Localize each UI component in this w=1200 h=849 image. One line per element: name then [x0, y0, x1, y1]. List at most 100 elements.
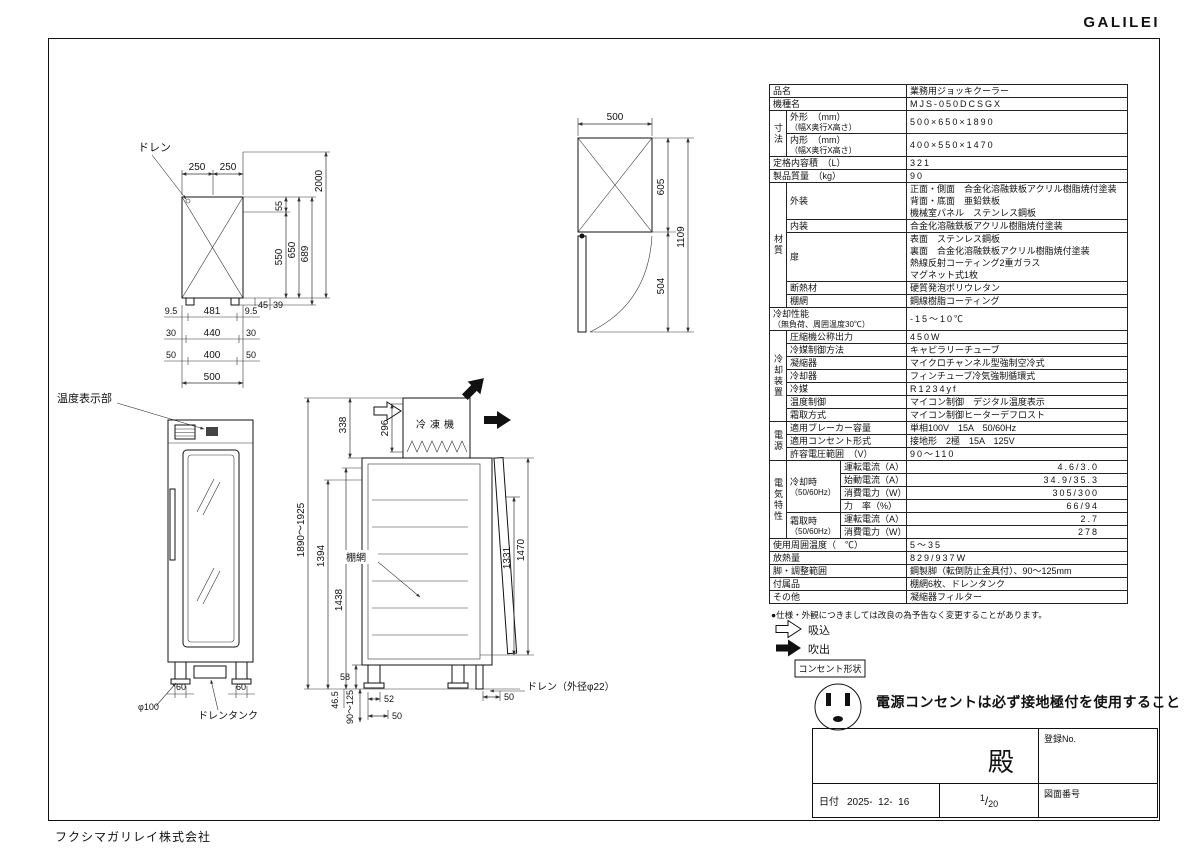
drain-dia-label: ドレン（外径φ22） — [527, 680, 615, 693]
outlet-diagram: コンセント形状 — [794, 659, 866, 731]
spec-value: フィンチューブ冷気強制循環式 — [906, 369, 1129, 383]
spec-value: 正面・側面 合金化溶融鉄板アクリル樹脂焼付塗装背面・底面 亜鉛鉄板機械室パネル … — [906, 182, 1129, 220]
top-outline — [577, 137, 653, 233]
spec-label: 断熱材 — [785, 281, 908, 295]
spec-value: キャピラリーチューブ — [906, 343, 1129, 357]
spec-label: 内装 — [785, 219, 908, 233]
dim-50-left: 50 — [392, 711, 402, 721]
blow-arrow-icon — [461, 378, 484, 401]
dim-500-top: 500 — [607, 112, 624, 123]
dim-650: 650 — [287, 241, 298, 258]
customer-name-cell: 殿 — [813, 729, 1039, 783]
dim-1394: 1394 — [316, 544, 327, 567]
cabinet-outline — [167, 419, 254, 663]
dim-50a: 50 — [166, 350, 176, 360]
dim-90-125: 90〜125 — [345, 690, 355, 724]
dim-296: 296 — [380, 419, 391, 436]
spec-value: 90 — [906, 169, 1129, 183]
sheet-num: 1 — [979, 792, 985, 803]
spec-label: 冷媒 — [785, 382, 908, 396]
spec-label: 冷却性能（無負荷、周囲温度30℃） — [768, 307, 908, 331]
dim-440: 440 — [204, 328, 221, 339]
sheet-frame — [48, 38, 1160, 821]
spec-label: 消費電力（W） — [839, 486, 908, 500]
spec-label: 冷媒制御方法 — [785, 343, 908, 357]
dim-250a: 250 — [189, 162, 206, 173]
drain-pipe — [475, 664, 484, 690]
spec-label: 凝縮器 — [785, 356, 908, 370]
dim-9-5a: 9.5 — [165, 306, 178, 316]
drain-tank-label: ドレンタンク — [198, 710, 258, 722]
dim-45: 45 — [258, 300, 268, 310]
sheet-number-cell: 1/20 — [939, 783, 1039, 817]
spec-label: 始動電流（A） — [839, 473, 908, 487]
legend-blow-label: 吹出 — [808, 642, 830, 656]
dim-338: 338 — [338, 416, 349, 433]
plug-icon — [814, 683, 862, 731]
dim-30b: 30 — [246, 328, 256, 338]
spec-label: 冷却器 — [785, 369, 908, 383]
top-view: 500 605 504 1109 — [577, 112, 694, 333]
dim-400: 400 — [204, 350, 221, 361]
spec-value: 接地形 2極 15A 125V — [906, 434, 1129, 448]
legend-suction-label: 吸込 — [808, 624, 830, 637]
dim-50-right: 50 — [504, 692, 514, 702]
door-open-position — [577, 235, 587, 333]
dim-1331: 1331 — [502, 546, 513, 569]
dim-1109: 1109 — [676, 226, 687, 248]
blow-arrow-icon — [484, 411, 511, 429]
dim-550: 550 — [274, 248, 285, 265]
spec-label: 霜取時（50/60Hz） — [786, 512, 841, 539]
spec-label: 消費電力（W） — [839, 525, 908, 539]
spec-value: 棚網6枚、ドレンタンク — [906, 577, 1129, 591]
spec-label: 温度制御 — [785, 395, 908, 409]
spec-value: 90〜110 — [906, 447, 1129, 461]
door-swing-arc — [589, 235, 653, 333]
spec-value: 450W — [906, 330, 1129, 344]
dim-605: 605 — [656, 178, 667, 195]
galilei-logo: GALILEI — [1083, 14, 1160, 31]
front-view: 温度表示部 60 — [57, 391, 258, 722]
spec-value: -15〜10℃ — [906, 307, 1129, 331]
dim-52: 52 — [384, 694, 394, 704]
dim-1470: 1470 — [516, 538, 527, 561]
spec-label: 適用コンセント形式 — [785, 434, 908, 448]
spec-value: 単相100V 15A 50/60Hz — [906, 421, 1129, 435]
registration-no-cell: 登録No. — [1044, 734, 1077, 744]
spec-label: 脚・調整範囲 — [768, 564, 908, 578]
spec-label: 圧縮機公称出力 — [785, 330, 908, 344]
spec-group: 材質 — [769, 182, 787, 308]
spec-value: 凝縮器フィルター — [906, 590, 1129, 604]
cabinet-side-outline — [361, 457, 493, 666]
spec-label: 霜取方式 — [785, 408, 908, 422]
dim-55: 55 — [274, 201, 284, 211]
dim-1438: 1438 — [334, 588, 345, 611]
spec-group: 電気特性 — [769, 460, 787, 539]
dim-58: 58 — [340, 672, 350, 682]
dim-39: 39 — [273, 300, 283, 310]
dim-504: 504 — [656, 277, 667, 294]
dim-2000: 2000 — [314, 169, 325, 192]
company-name: フクシマガリレイ株式会社 — [55, 830, 212, 844]
spec-value: マイコン制御 デジタル温度表示 — [906, 395, 1129, 409]
temp-display-unit — [206, 427, 218, 436]
dim-500-width: 500 — [204, 372, 221, 383]
door-handle — [169, 488, 176, 561]
spec-value: 66/94 — [906, 499, 1129, 513]
spec-label: 棚網 — [785, 294, 908, 308]
dim-phi100: φ100 — [138, 702, 159, 712]
spec-label: 機種名 — [768, 97, 908, 111]
spec-label: 扉 — [785, 232, 908, 282]
spec-group: 電源 — [769, 421, 787, 461]
shelf-label: 棚網 — [346, 551, 366, 564]
spec-value: 4.6/3.0 — [906, 460, 1129, 474]
spec-value: 500×650×1890 — [906, 110, 1129, 134]
spec-label: 付属品 — [768, 577, 908, 591]
dim-60a: 60 — [176, 682, 186, 692]
spec-label: 適用ブレーカー容量 — [785, 421, 908, 435]
suction-arrow-icon — [775, 619, 802, 639]
